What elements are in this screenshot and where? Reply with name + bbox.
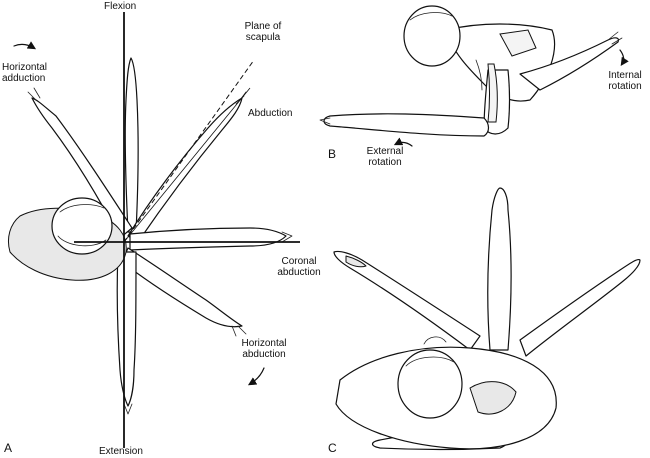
panel-a-figure [7,57,293,415]
label-extension: Extension [99,446,143,457]
scapula-bone [499,29,537,57]
arm-extension [116,251,137,407]
arm-c-right [519,258,641,357]
arm-flexion [124,57,139,233]
label-external-rotation: External rotation [366,146,404,168]
arm-horizontal-abduction [121,247,243,328]
label-flexion: Flexion [104,1,137,12]
label-horizontal-abduction: Horizontal abduction [241,338,287,360]
arm-b-forearm [323,113,490,137]
head-c [397,349,463,419]
arm-b-right [519,37,620,91]
head-b [403,5,461,67]
panel-b-figure [319,5,623,137]
humerus-bone [487,63,498,123]
scapula-c [469,381,517,415]
horizontal-abduction-arrow [247,367,265,386]
scapular-reference-line [123,87,251,243]
arm-scapular-abduction [127,97,243,243]
arm-c-left [333,250,481,351]
external-rotation-arrow [393,137,413,147]
label-horizontal-adduction: Horizontal adduction [2,62,48,84]
panel-label-a: A [4,441,13,455]
panel-label-c: C [328,441,337,455]
scapular-plane-line [123,59,255,243]
horizontal-adduction-arrow [13,41,37,50]
label-internal-rotation: Internal rotation [608,70,642,92]
arm-c-vertical [487,187,512,351]
head-a [51,197,113,255]
label-coronal-abduction: Coronal abduction [277,256,321,278]
arm-coronal-abduction [129,227,287,251]
panel-c-figure [333,187,641,451]
panel-label-b: B [328,147,337,161]
label-abduction: Abduction [248,108,293,119]
internal-rotation-arrow [619,49,629,66]
label-plane-of-scapula: Plane of scapula [244,21,282,43]
arm-horizontal-adduction [31,97,133,239]
